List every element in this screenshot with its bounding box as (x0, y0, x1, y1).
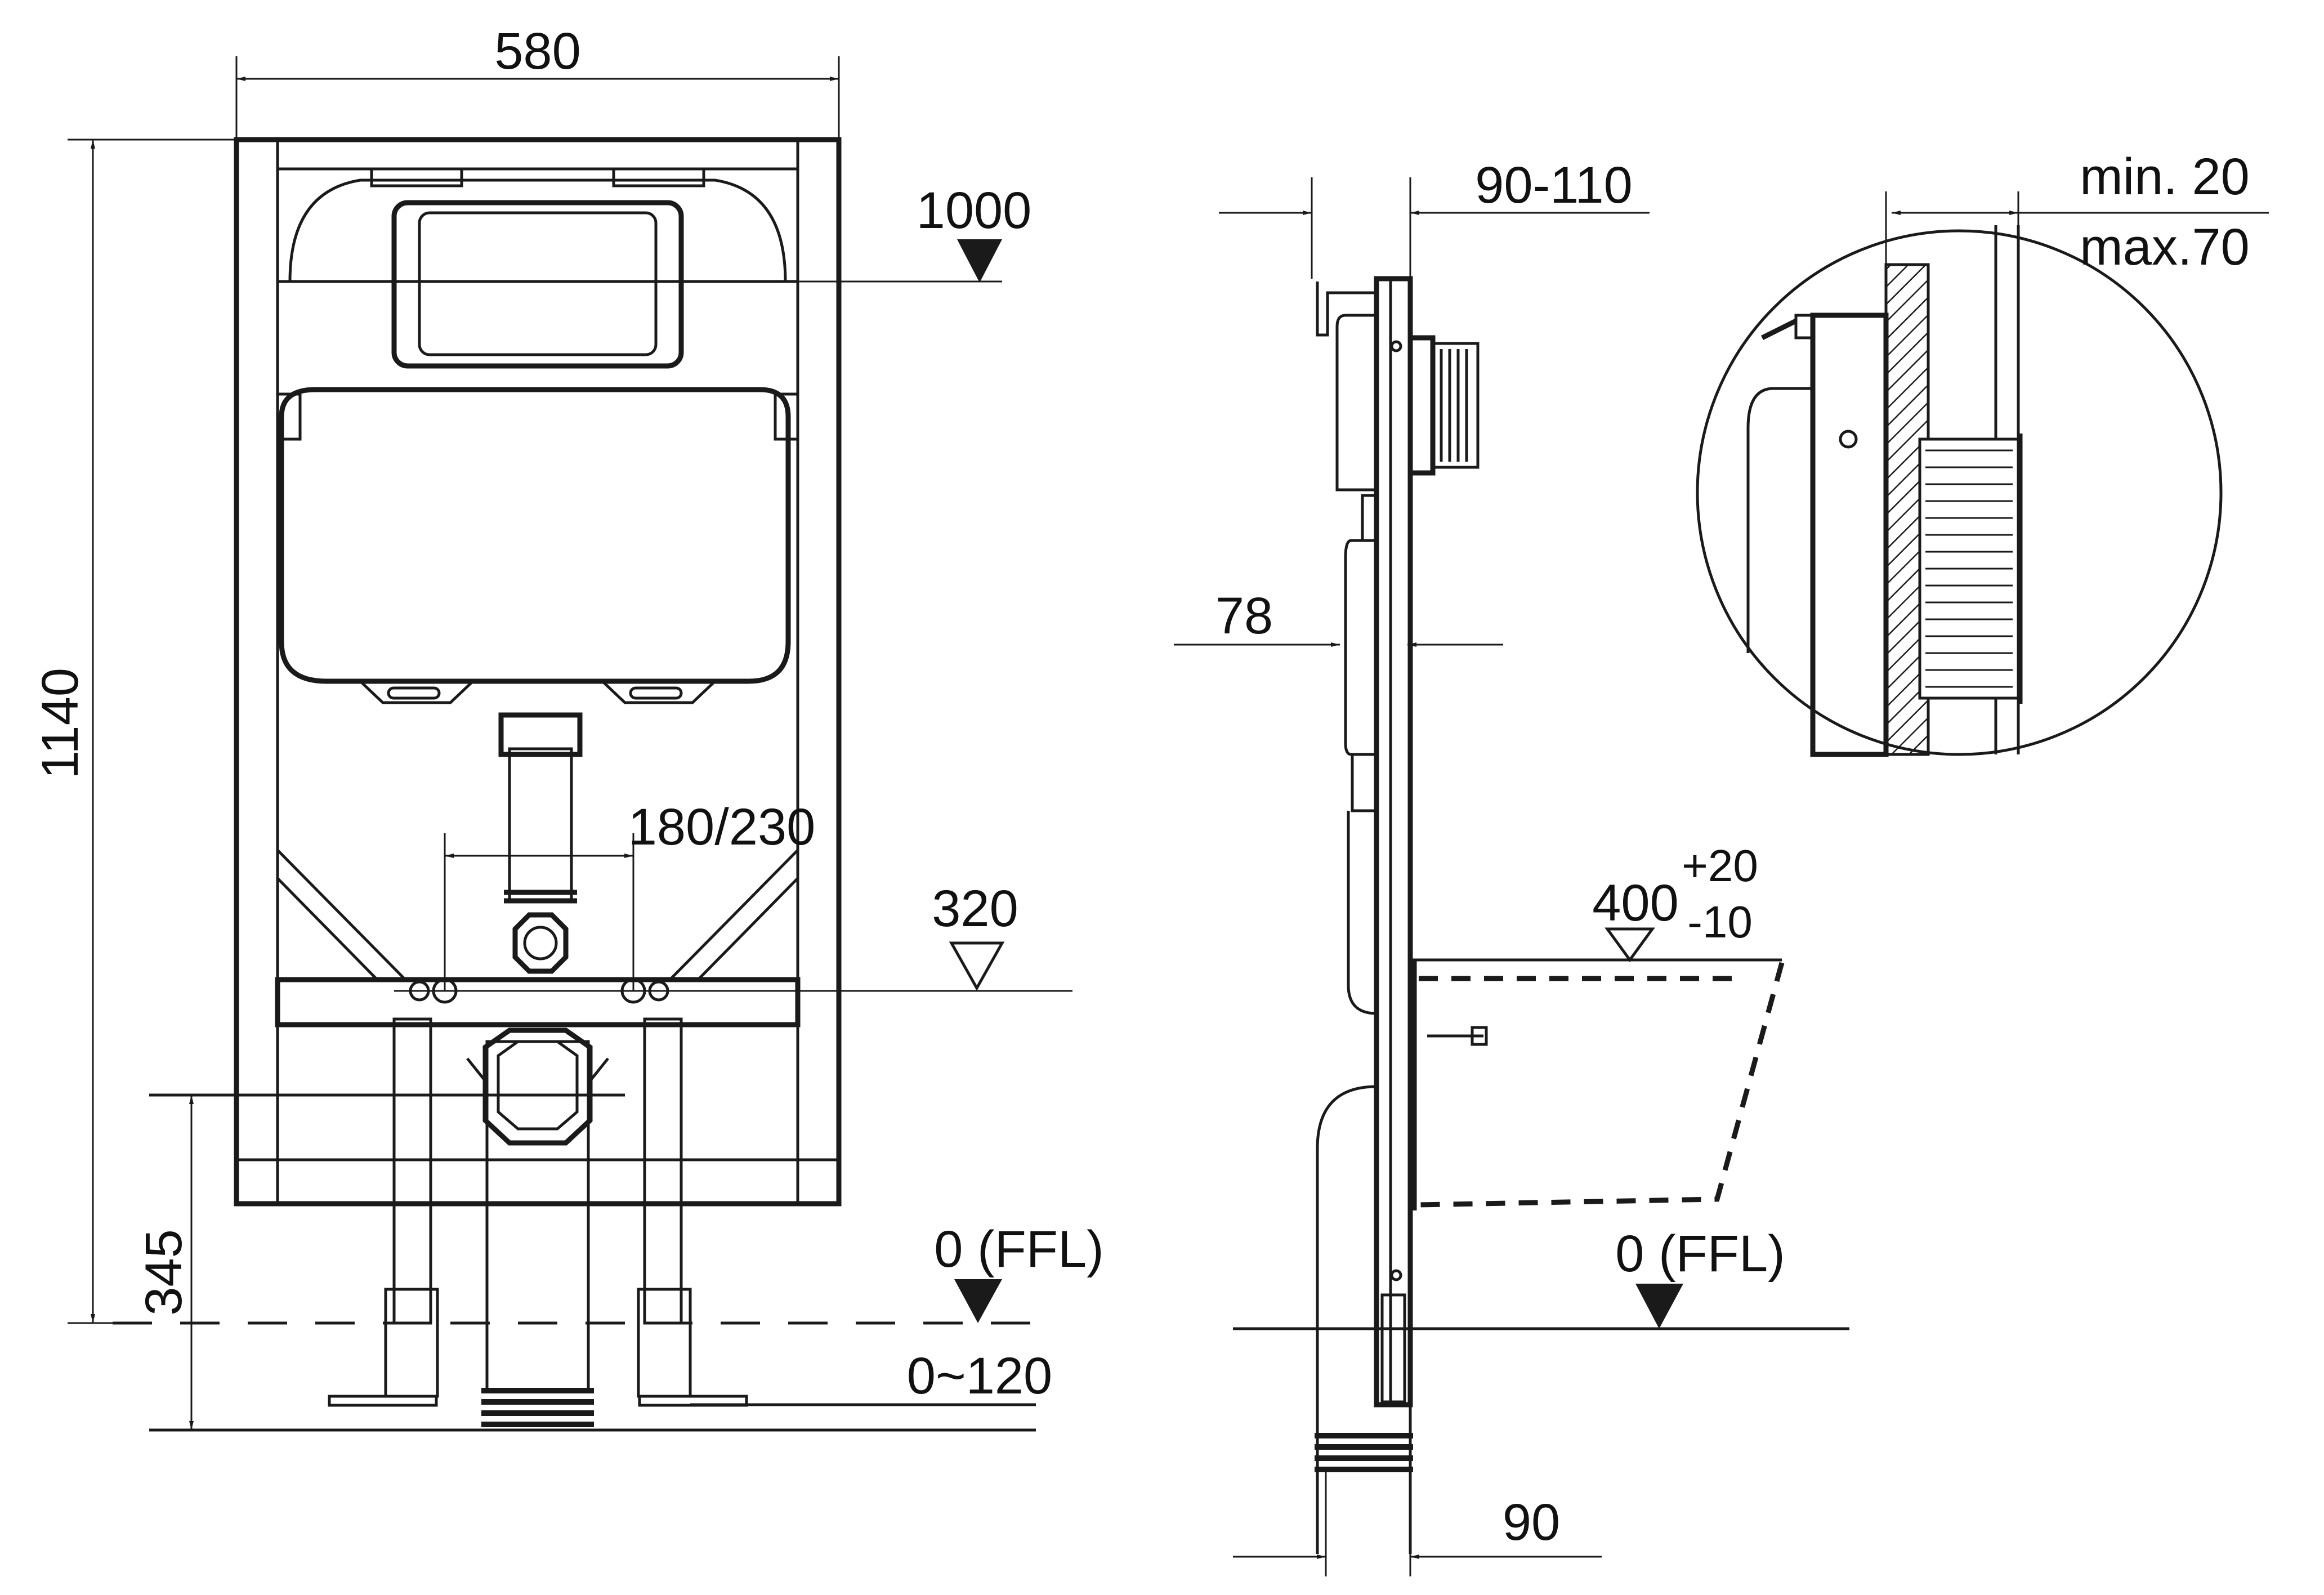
dim-wall-min: min. 20 (2080, 148, 2250, 205)
dim-connection-spacing: 180/230 (628, 798, 816, 856)
dim-outlet-depth: 90 (1503, 1494, 1560, 1551)
front-view: 580 1140 1000 180/230 320 0 (FFL) 345 0~… (32, 23, 1104, 1432)
dim-wall-max: max.70 (2080, 218, 2250, 276)
dim-cistern-depth: 78 (1215, 587, 1273, 645)
detail-circle (1696, 229, 2223, 756)
cistern (279, 387, 791, 684)
side-ffl-label: 0 (FFL) (1615, 1225, 1785, 1283)
dim-leg-adjust: 0~120 (907, 1347, 1052, 1405)
dim-outlet-height: 345 (135, 1229, 193, 1316)
dim-depth-range: 90-110 (1475, 157, 1633, 214)
dim-width: 580 (494, 23, 581, 80)
dim-wc-height: 400 (1592, 874, 1679, 932)
flange-ribs (1925, 449, 2013, 688)
flush-opening (391, 200, 684, 369)
front-ffl-label: 0 (FFL) (934, 1221, 1104, 1278)
dim-wc-tol-plus: +20 (1682, 841, 1758, 891)
detail-view: min. 20 max.70 (1696, 148, 2269, 757)
dim-flush-height: 1000 (917, 182, 1032, 239)
side-view: 90-110 78 400 +20 -10 0 (FFL) 90 (1174, 157, 1849, 1576)
dim-connection-height: 320 (932, 880, 1018, 937)
dim-wc-tol-minus: -10 (1687, 897, 1753, 947)
dim-height: 1140 (32, 668, 89, 779)
frame-outline (234, 137, 842, 1207)
